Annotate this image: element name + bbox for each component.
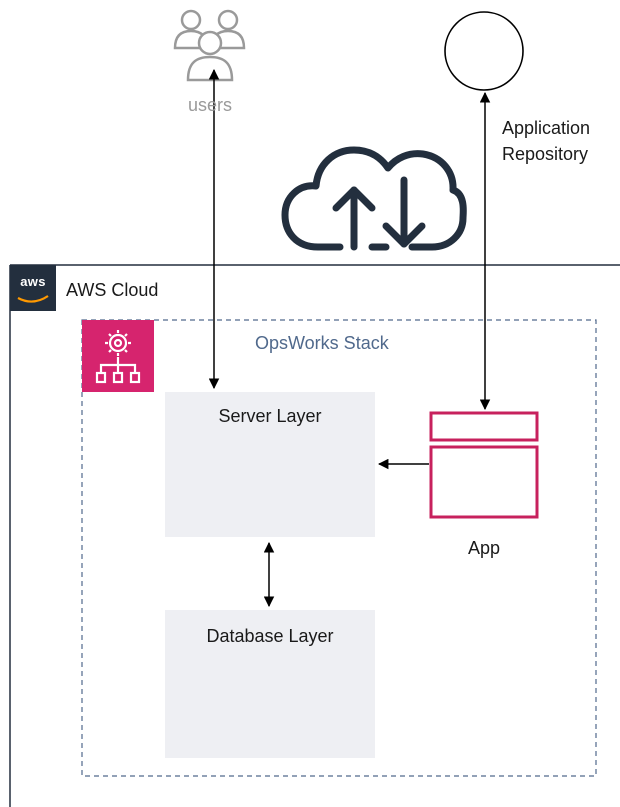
repository-label-line2: Repository (502, 144, 589, 164)
server-layer-label: Server Layer (218, 406, 322, 426)
opsworks-icon (82, 320, 154, 392)
opsworks-stack-label: OpsWorks Stack (255, 333, 389, 353)
users-icon (173, 9, 246, 82)
database-layer-box (165, 610, 375, 758)
aws-cloud-label: AWS Cloud (66, 280, 159, 300)
cloud-upload-download-icon (281, 146, 467, 251)
database-layer-label: Database Layer (206, 626, 334, 646)
app-label: App (467, 538, 501, 558)
users-label: users (187, 95, 232, 115)
repository-label: Application Repository (502, 115, 590, 167)
server-layer-box (165, 392, 375, 537)
repository-circle-icon (444, 11, 524, 91)
opsworks-stack-boundary (81, 319, 597, 777)
aws-cloud-boundary (9, 264, 620, 807)
repository-label-line1: Application (502, 118, 591, 138)
app-window-icon (429, 411, 539, 519)
aws-logo-icon (10, 265, 56, 311)
aws-smile-icon (17, 295, 49, 303)
aws-logo-text: aws (20, 274, 46, 289)
connectors (208, 68, 491, 608)
